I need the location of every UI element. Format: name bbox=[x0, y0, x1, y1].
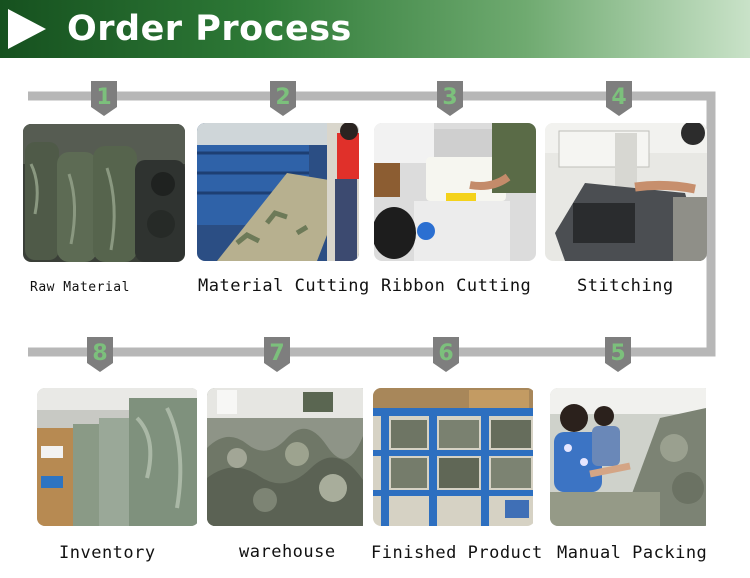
inventory-photo bbox=[37, 388, 199, 526]
step-label-manual-packing: Manual Packing bbox=[557, 543, 708, 563]
svg-text:1: 1 bbox=[96, 85, 111, 110]
stitching-photo bbox=[545, 123, 707, 261]
finished-product-photo bbox=[373, 388, 535, 526]
step-badge-6: 6 bbox=[433, 337, 459, 372]
svg-text:3: 3 bbox=[442, 85, 457, 110]
svg-text:6: 6 bbox=[438, 341, 453, 366]
material-cutting-photo bbox=[197, 123, 359, 261]
step-label-ribbon-cutting: Ribbon Cutting bbox=[381, 276, 532, 296]
step-badge-8: 8 bbox=[87, 337, 113, 372]
step-badge-5: 5 bbox=[605, 337, 631, 372]
svg-text:4: 4 bbox=[611, 85, 626, 110]
svg-text:8: 8 bbox=[92, 341, 107, 366]
step-label-material-cutting: Material Cutting bbox=[198, 276, 370, 296]
step-label-raw-material: Raw Material bbox=[30, 280, 130, 295]
warehouse-photo bbox=[207, 388, 369, 526]
raw-material-photo bbox=[23, 124, 185, 262]
step-label-warehouse: warehouse bbox=[239, 542, 336, 562]
header-banner: Order Process bbox=[0, 0, 750, 58]
step-badge-2: 2 bbox=[270, 81, 296, 116]
page-title: Order Process bbox=[67, 9, 352, 49]
play-arrow-icon bbox=[8, 9, 46, 49]
step-label-finished-product: Finished Product bbox=[371, 543, 543, 563]
svg-text:7: 7 bbox=[269, 341, 284, 366]
ribbon-cutting-photo bbox=[374, 123, 536, 261]
step-badge-4: 4 bbox=[606, 81, 632, 116]
svg-text:5: 5 bbox=[610, 341, 625, 366]
svg-text:2: 2 bbox=[275, 85, 290, 110]
step-label-inventory: Inventory bbox=[59, 543, 156, 563]
flow-line bbox=[28, 91, 716, 357]
step-badge-3: 3 bbox=[437, 81, 463, 116]
step-badge-7: 7 bbox=[264, 337, 290, 372]
step-badge-1: 1 bbox=[91, 81, 117, 116]
step-label-stitching: Stitching bbox=[577, 276, 674, 296]
manual-packing-photo bbox=[550, 388, 712, 526]
